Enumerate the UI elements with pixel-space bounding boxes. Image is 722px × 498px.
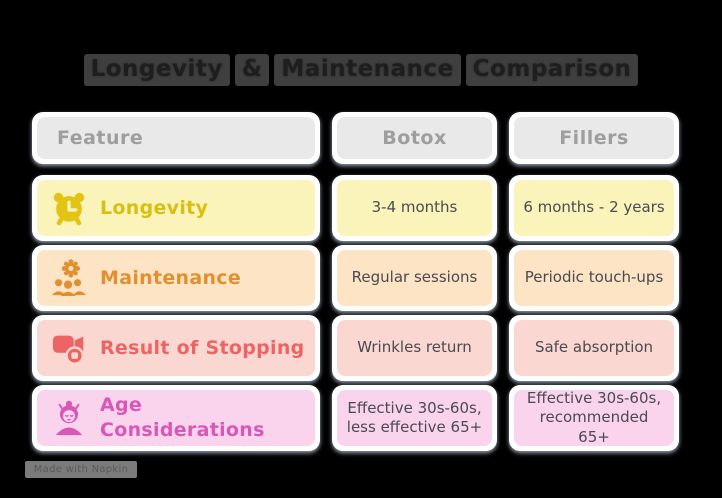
botox-header-label: Botox <box>337 117 492 159</box>
table-cell: Periodic touch-ups <box>509 245 679 311</box>
table-row: Longevity <box>32 175 320 241</box>
feature-longevity: Longevity <box>37 180 315 236</box>
table-cell: 6 months - 2 years <box>509 175 679 241</box>
table-row: Result of Stopping <box>32 315 320 381</box>
botox-longevity-value: 3-4 months <box>337 180 492 236</box>
fillers-age-value: Effective 30s-60s, recommended 65+ <box>514 389 674 446</box>
feature-label: Longevity <box>100 196 209 219</box>
table-row: Maintenance <box>32 245 320 311</box>
feature-label: Maintenance <box>100 266 242 289</box>
botox-result-value: Wrinkles return <box>337 320 492 376</box>
feature-label: Result of Stopping <box>100 336 305 359</box>
table-cell: Regular sessions <box>332 245 497 311</box>
table-cell: Safe absorption <box>509 315 679 381</box>
title-word: Longevity <box>83 54 230 86</box>
botox-age-value: Effective 30s-60s, less effective 65+ <box>337 390 492 446</box>
fillers-header-label: Fillers <box>514 117 674 159</box>
feature-label: Age Considerations <box>100 394 265 441</box>
feature-age-considerations: Age Considerations <box>37 390 315 446</box>
table-row: Age Considerations <box>32 385 320 451</box>
alarm-clock-icon <box>53 192 85 226</box>
feature-header-cell: Feature <box>32 112 320 164</box>
table-cell: 3-4 months <box>332 175 497 241</box>
botox-header-cell: Botox <box>332 112 497 164</box>
video-stop-icon <box>52 335 84 365</box>
title-word: Maintenance <box>274 54 461 86</box>
fillers-result-value: Safe absorption <box>514 320 674 376</box>
fillers-longevity-value: 6 months - 2 years <box>514 180 674 236</box>
fillers-header-cell: Fillers <box>509 112 679 164</box>
gear-people-icon <box>51 259 87 297</box>
fillers-maintenance-value: Periodic touch-ups <box>514 250 674 306</box>
table-cell: Effective 30s-60s, less effective 65+ <box>332 385 497 451</box>
page-title: Longevity & Maintenance Comparison <box>0 54 722 86</box>
feature-header-label: Feature <box>37 117 315 159</box>
feature-result-of-stopping: Result of Stopping <box>37 320 315 376</box>
person-icon <box>55 400 83 436</box>
table-cell: Effective 30s-60s, recommended 65+ <box>509 385 679 451</box>
title-word: Comparison <box>465 54 639 86</box>
feature-maintenance: Maintenance <box>37 250 315 306</box>
comparison-table: Feature Longevity <box>32 112 679 451</box>
table-cell: Wrinkles return <box>332 315 497 381</box>
botox-maintenance-value: Regular sessions <box>337 250 492 306</box>
column-feature: Feature Longevity <box>32 112 320 451</box>
column-fillers: Fillers 6 months - 2 years Periodic touc… <box>509 112 679 451</box>
column-botox: Botox 3-4 months Regular sessions Wrinkl… <box>332 112 497 451</box>
watermark-badge: Made with Napkin <box>25 461 137 478</box>
title-word: & <box>234 54 270 86</box>
